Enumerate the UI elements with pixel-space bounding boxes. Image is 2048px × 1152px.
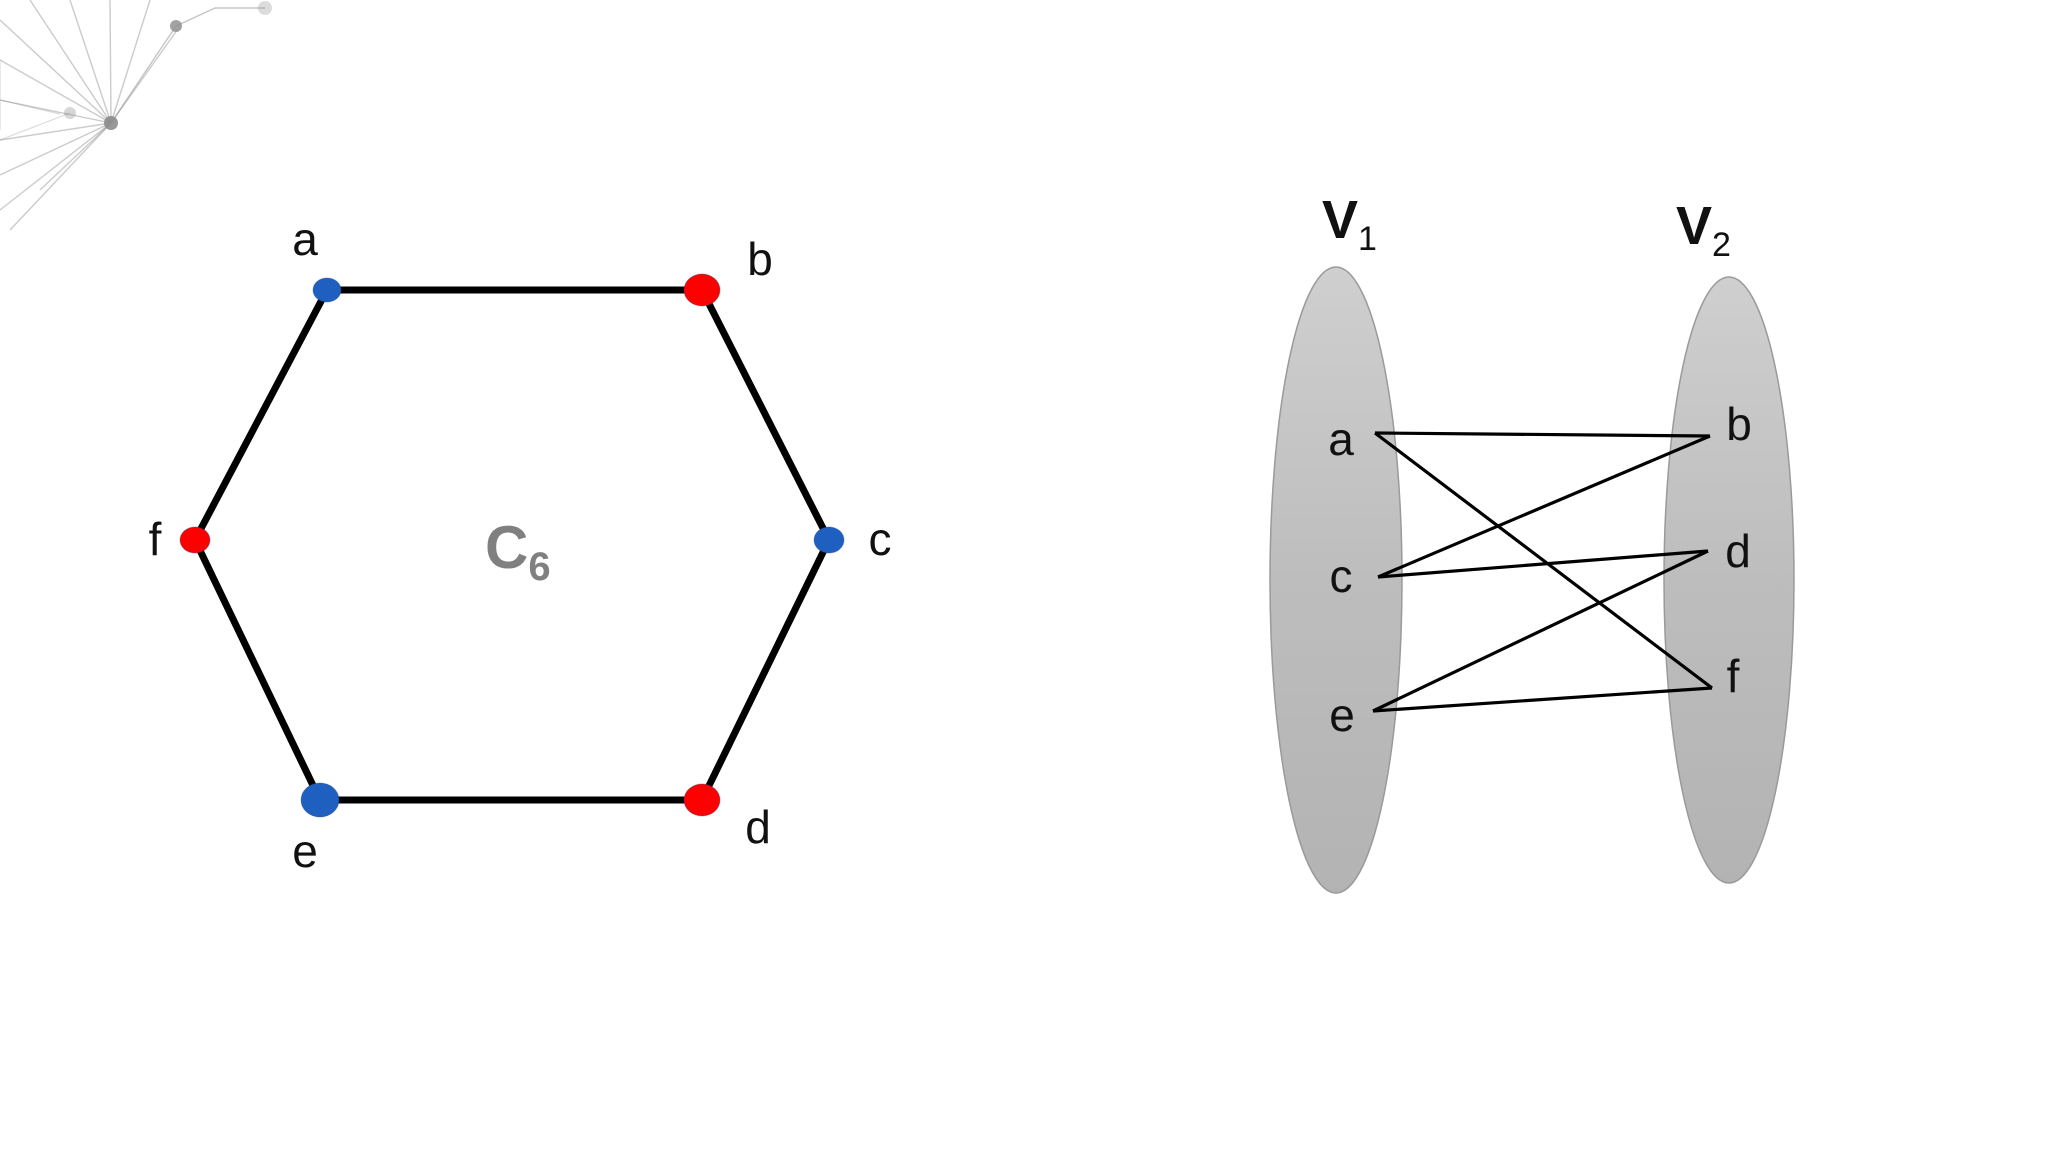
- set-label-v1-main: V: [1322, 190, 1358, 250]
- motif-node: [170, 20, 182, 32]
- set-label-v1: V1: [1322, 190, 1377, 258]
- cycle-graph-title: C6: [485, 514, 551, 589]
- vertex-label-e: e: [292, 825, 318, 877]
- set-label-v2-main: V: [1676, 196, 1712, 256]
- set-label-v2: V2: [1676, 196, 1731, 264]
- cycle-graph: a b c d e f C6: [149, 213, 892, 877]
- motif-line: [0, 113, 70, 140]
- vertex-label-a: a: [292, 213, 318, 265]
- cycle-edge-ef: [195, 540, 320, 800]
- vertex-label-b: b: [747, 233, 773, 285]
- motif-line: [111, 0, 150, 123]
- motif-node: [104, 116, 118, 130]
- bipartite-label-e: e: [1329, 689, 1355, 741]
- vertex-a: [313, 278, 341, 302]
- bipartite-edge-af: [1375, 433, 1712, 688]
- vertex-f: [180, 527, 210, 553]
- bipartite-label-f: f: [1727, 650, 1740, 702]
- motif-line: [40, 123, 111, 190]
- motif-line: [176, 8, 215, 26]
- set-label-v2-subscript: 2: [1712, 226, 1731, 264]
- vertex-label-d: d: [745, 801, 771, 853]
- motif-node: [64, 107, 76, 119]
- cycle-edge-fa: [195, 290, 327, 540]
- motif-line: [30, 0, 111, 123]
- motif-line: [110, 0, 111, 123]
- motif-line: [111, 26, 176, 123]
- bipartite-edge-ef: [1373, 688, 1712, 711]
- motif-node: [258, 1, 272, 15]
- cycle-edge-bc: [702, 290, 829, 540]
- cycle-edge-cd: [702, 540, 829, 800]
- vertex-e: [301, 783, 339, 817]
- vertex-set-v2: [1664, 277, 1794, 883]
- bipartite-edge-ab: [1375, 433, 1710, 436]
- cycle-title-subscript: 6: [528, 545, 550, 589]
- bipartite-label-b: b: [1726, 398, 1752, 450]
- bipartite-edges: [1373, 433, 1712, 711]
- bipartite-label-a: a: [1328, 413, 1354, 465]
- set-label-v1-subscript: 1: [1358, 220, 1377, 258]
- bipartite-label-c: c: [1330, 550, 1353, 602]
- cycle-title-main: C: [485, 514, 528, 581]
- network-graph-icon: [0, 0, 272, 230]
- motif-line: [10, 123, 111, 230]
- bipartite-label-d: d: [1725, 525, 1751, 577]
- vertex-label-f: f: [149, 513, 162, 565]
- vertex-d: [684, 784, 720, 816]
- motif-line: [0, 100, 60, 114]
- vertex-label-c: c: [869, 513, 892, 565]
- vertex-b: [684, 274, 720, 306]
- vertex-c: [814, 527, 844, 553]
